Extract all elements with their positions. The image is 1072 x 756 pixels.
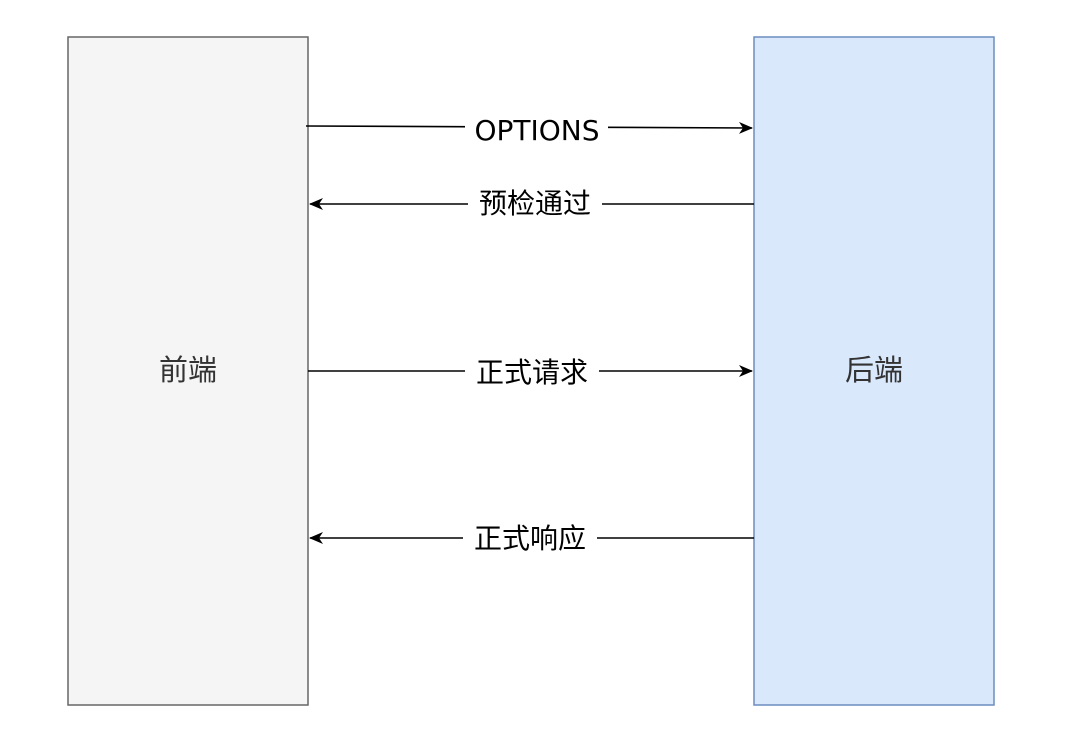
edge-formal-request[interactable]: 正式请求	[308, 355, 753, 389]
backend-node[interactable]: 后端	[753, 36, 995, 706]
edge-formal-response[interactable]: 正式响应	[309, 522, 754, 556]
frontend-node[interactable]: 前端	[67, 36, 309, 706]
backend-box	[753, 36, 995, 706]
edge-options-request[interactable]: OPTIONS	[305, 113, 753, 147]
edge-label: 预检通过	[479, 187, 591, 220]
frontend-label: 前端	[159, 353, 217, 387]
backend-label: 后端	[845, 353, 903, 387]
edge-preflight-passed[interactable]: 预检通过	[309, 187, 754, 222]
edge-label: OPTIONS	[474, 114, 599, 147]
edge-label-background	[468, 188, 602, 222]
frontend-box	[67, 36, 309, 706]
edge-label: 正式响应	[474, 522, 586, 555]
edge-label-background	[465, 113, 608, 145]
edge-label: 正式请求	[476, 356, 588, 389]
edge-label-background	[463, 522, 597, 556]
edge-label-background	[465, 355, 599, 389]
